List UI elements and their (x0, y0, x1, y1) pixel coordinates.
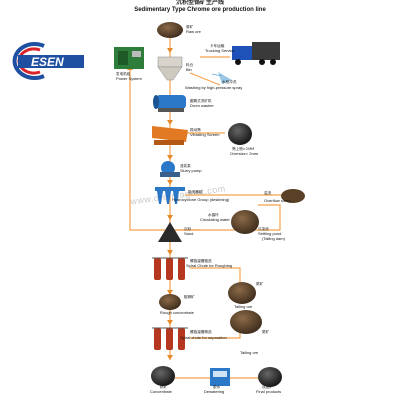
trucking-label-cn: 卡车运输 (210, 44, 225, 48)
drum-washer-label: Drum washer (190, 103, 214, 108)
diagram-title-en: Sedimentary Type Chrome ore production l… (134, 7, 266, 13)
tailing-1-label: Tailing ore (234, 304, 253, 309)
drum-washer-image (153, 95, 186, 112)
spiral-roughing-label: Spiral Chute for Roughing (186, 263, 233, 268)
overflow-slurry-pool (281, 189, 305, 203)
drum-washer-label-cn: 圆筒式洗矿机 (190, 99, 212, 103)
concentrate-label-cn: 精矿 (160, 385, 168, 389)
bin-label-cn: 料仓 (186, 63, 194, 67)
hydrocyclone-label-cn: 旋流器组 (188, 190, 203, 194)
power-label: Power System (116, 76, 142, 81)
oversize-label: Oversize> 2mm (230, 151, 259, 156)
spiral-chute-roughing-image (152, 257, 188, 280)
final-products-label-cn: 成品矿 (262, 385, 273, 389)
tailing-1-line (190, 267, 241, 283)
vibrating-screen-image (152, 126, 188, 145)
flow-arrow (167, 250, 173, 255)
water-return-line (129, 60, 281, 231)
flow-arrow (167, 120, 173, 125)
concentrate-pile (151, 366, 175, 386)
oversize-label-cn: 筛上物>2MM (232, 147, 255, 151)
raw-ore-pile (157, 22, 183, 38)
raw-ore-label: Raw ore (186, 29, 201, 34)
flow-arrow (167, 155, 173, 160)
dewatering-image (210, 368, 230, 386)
washing-label-cn: 水枪冲洗 (222, 80, 237, 84)
dewatering-label: Dewatering (204, 389, 225, 394)
sand-label: Sand (184, 231, 194, 236)
tailing-2-label-cn: 尾矿 (262, 330, 270, 334)
washing-label: Washing by high-pressure spray (185, 85, 243, 90)
tailing-ore-1 (228, 282, 256, 304)
logo-text: ESEN (31, 55, 64, 69)
raw-ore-label-cn: 原矿 (186, 25, 194, 29)
rough-concentrate-label: Rough concentrate (160, 310, 194, 315)
settling-pond-sublabel: (Tailing dam) (262, 236, 285, 241)
spiral-separation-label: Spiral chute for separation (180, 335, 227, 340)
settling-pond-label-cn: 沉淀池 (258, 227, 269, 231)
wash-line (189, 72, 221, 86)
flow-arrow (167, 355, 173, 360)
dewatering-label-cn: 脱水 (213, 385, 221, 389)
bin-image (157, 56, 183, 81)
circulating-water-label-cn: 水循环 (208, 213, 219, 217)
rough-concentrate-label-cn: 粗精矿 (184, 295, 195, 299)
washing-spray-image (211, 72, 232, 84)
tailing-ore-2 (230, 310, 262, 334)
spiral-roughing-label-cn: 螺旋溜槽粗选 (190, 259, 212, 263)
hydrocyclone-label: Hydrocyclone Group (desliming) (172, 197, 230, 202)
power-label-cn: 发电机组 (116, 72, 131, 76)
oversize-pile (228, 123, 252, 145)
flow-arrow (167, 320, 173, 325)
slurry-pump-label-cn: 渣浆泵 (180, 164, 191, 168)
flow-arrow (167, 180, 173, 185)
trucking-label: Trucking Service (205, 48, 235, 53)
final-products-pile (258, 367, 282, 387)
spiral-chute-separation-image (152, 327, 188, 350)
rough-concentrate-pile (159, 294, 181, 310)
sand-pile (158, 222, 182, 242)
settling-pond-label: Settling pond (258, 231, 282, 236)
concentrate-label: Concentrate (150, 389, 172, 394)
overflow-label-cn: 溢流 (264, 191, 272, 195)
vibrating-screen-label-cn: 振动筛 (190, 128, 201, 132)
sand-label-cn: 沉砂 (184, 227, 192, 231)
flow-arrow (167, 215, 173, 220)
hydrocyclone-image (155, 187, 185, 204)
overflow-label: Overflow slurry (264, 198, 291, 203)
settling-pond-image (231, 210, 259, 234)
vibrating-screen-label: Vibrating Screen (190, 132, 220, 137)
flow-arrow (167, 48, 173, 53)
circulating-water-label: Circulating water (200, 217, 230, 222)
final-products-label: Final products (256, 389, 282, 394)
diagram-title-cn: 沉积型铬矿生产线 (175, 0, 224, 6)
tailing-1-label-cn: 尾矿 (256, 282, 264, 286)
flow-arrow (167, 290, 173, 295)
spiral-separation-label-cn: 螺旋溜槽精选 (190, 330, 212, 334)
slurry-pump-label: Slurry pump (180, 168, 202, 173)
bin-label: Bin (186, 67, 192, 72)
company-logo: ESEN (12, 42, 84, 80)
slurry-pump-image (160, 161, 180, 177)
power-system-image (114, 47, 144, 69)
tailing-2-label: Tailing ore (240, 350, 259, 355)
truck-image (232, 42, 280, 65)
